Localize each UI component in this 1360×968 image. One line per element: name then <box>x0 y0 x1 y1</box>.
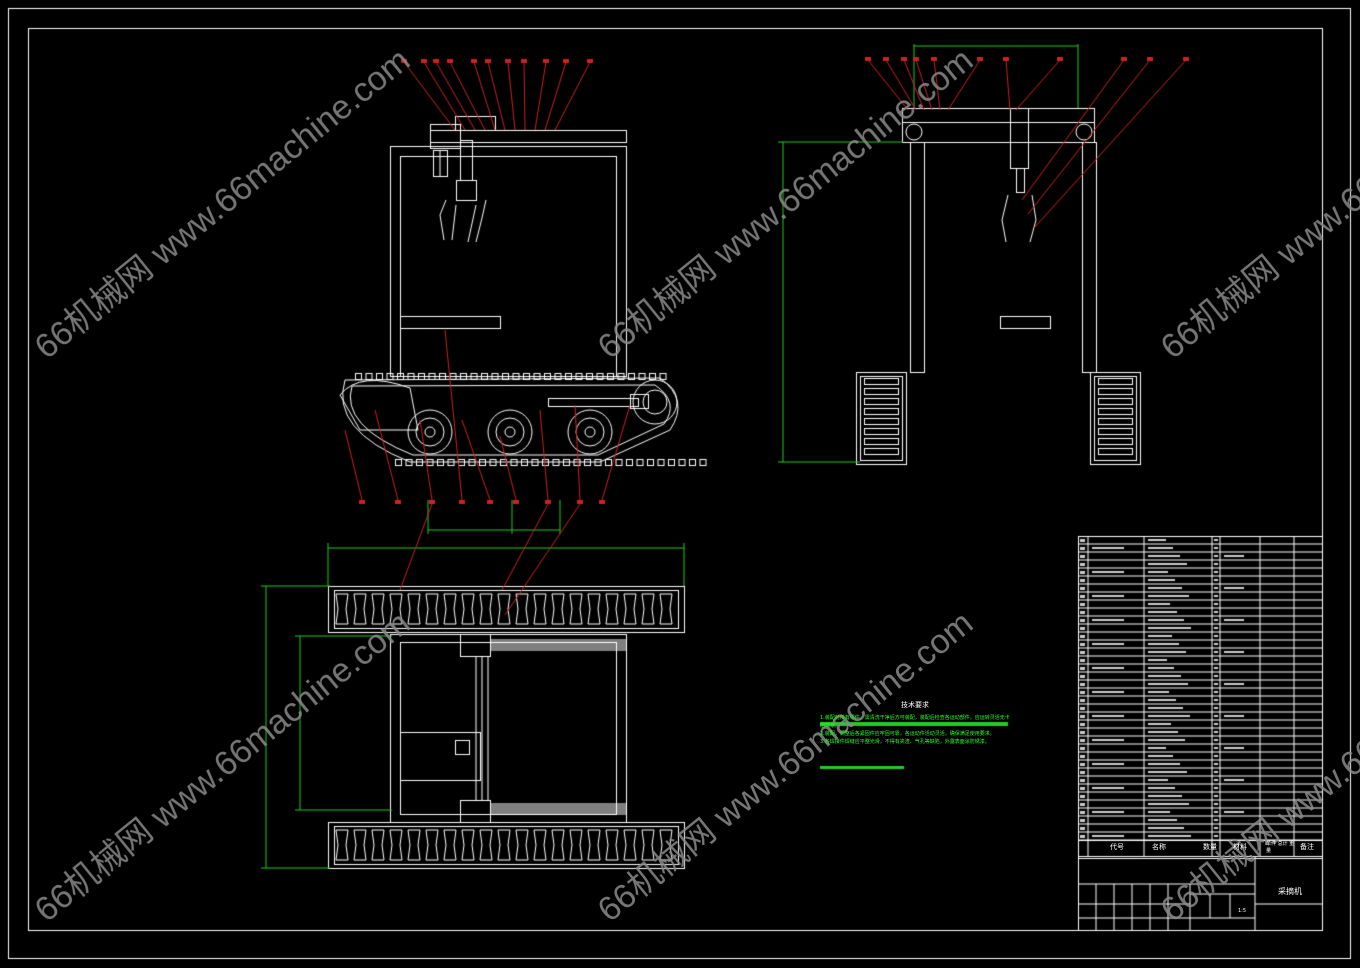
title-block-qty-header: 数量 <box>1203 843 1217 851</box>
title-block-remark-header: 备注 <box>1300 843 1314 851</box>
title-block-name-header: 名称 <box>1152 843 1166 851</box>
title-block-code-header: 代号 <box>1110 843 1124 851</box>
tech-note-line: 3.各焊接件焊缝应平整光滑，不得有夹渣、气孔等缺陷，外露表面涂防锈漆。 <box>820 739 990 745</box>
drawing-name: 采摘机 <box>1278 887 1302 896</box>
tech-note-line: 1.装配前所有零件，需清洗干净后方可装配，装配后检查各运动部件，应运转灵活无卡阻… <box>820 715 1010 729</box>
title-block-weight-header: 单件 总计 重量 <box>1266 841 1295 854</box>
drawing-scale: 1:5 <box>1238 908 1247 914</box>
tech-note-line: 2.装配，调整后各紧固件应牢固可靠，各运动件活动灵活，确保满足使用要求。 <box>820 731 995 737</box>
tech-notes-title: 技术要求 <box>901 701 929 709</box>
technical-requirements: 技术要求 1.装配前所有零件，需清洗干净后方可装配，装配后检查各运动部件，应运转… <box>820 700 1010 746</box>
title-block-material-header: 材料 <box>1233 843 1247 851</box>
